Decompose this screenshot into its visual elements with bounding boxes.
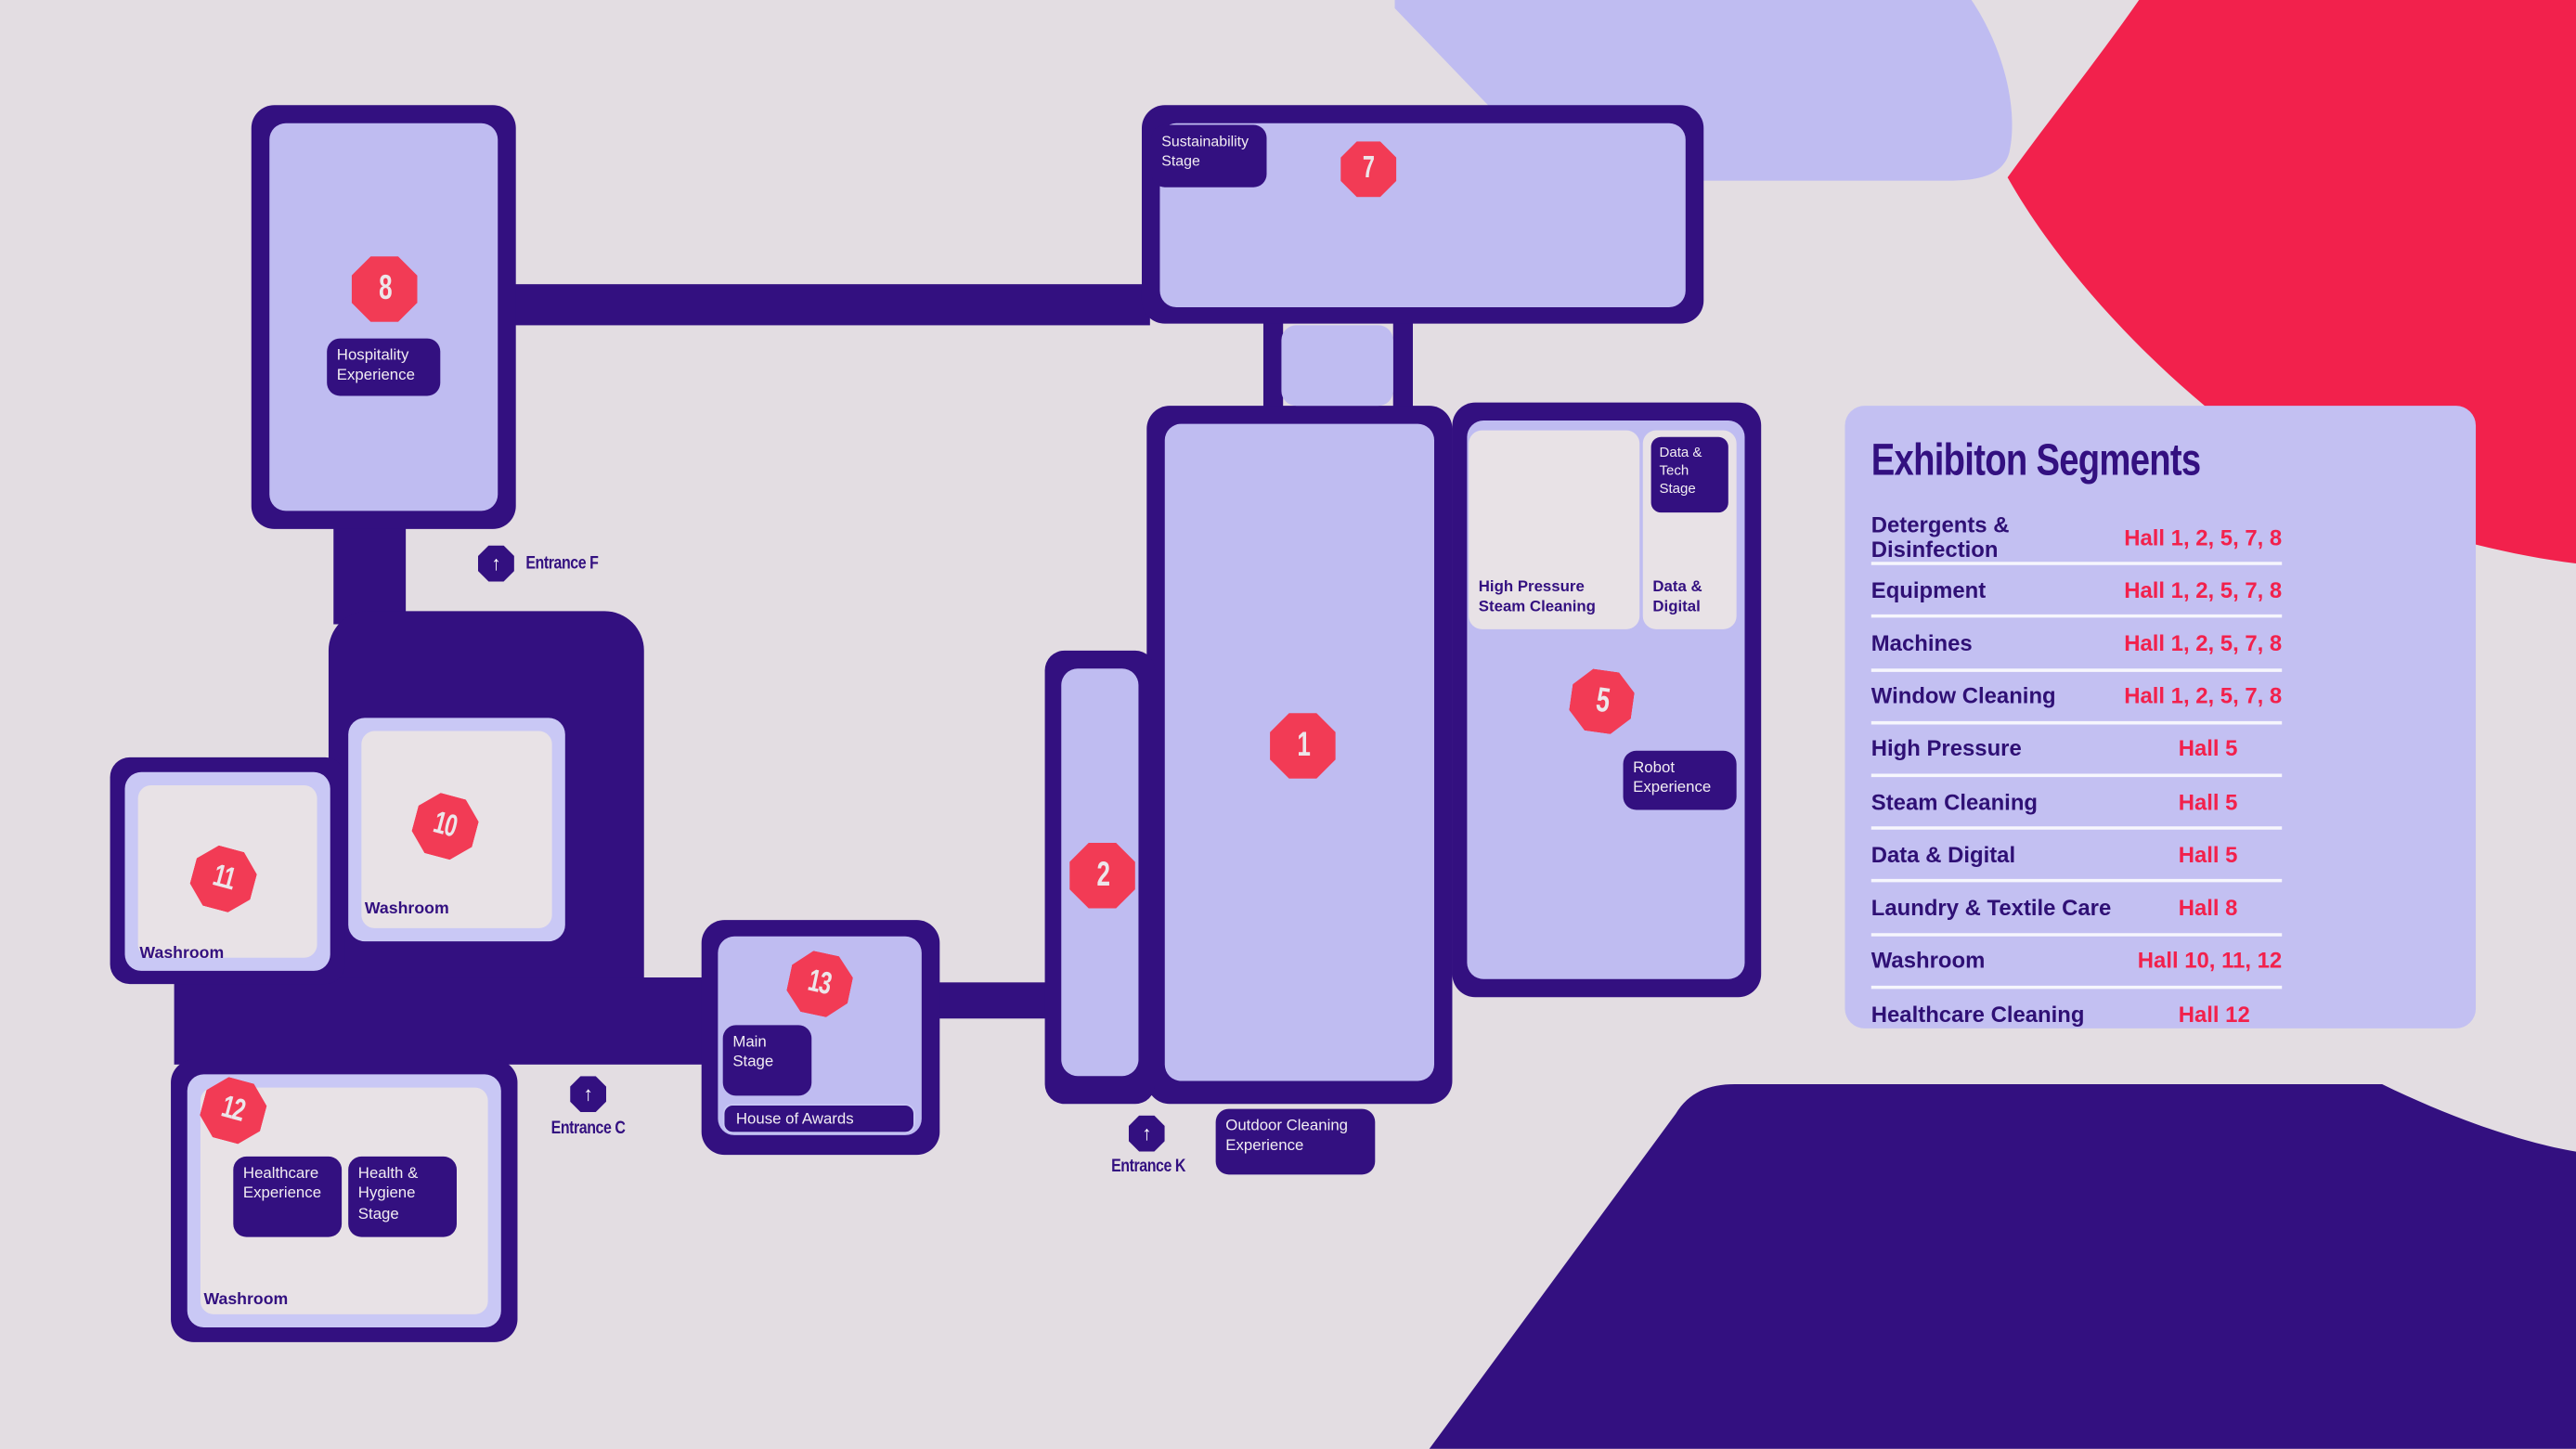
up-arrow-icon: ↑ xyxy=(491,551,501,576)
washroom-label-hall12: Washroom xyxy=(203,1291,289,1310)
hall-2-marker: 2 xyxy=(1069,842,1135,909)
outdoor-cleaning-box: Outdoor Cleaning Experience xyxy=(1215,1108,1376,1175)
segment-name: Detergents & Disinfection xyxy=(1871,512,2010,563)
hall-5-number: 5 xyxy=(1593,680,1612,720)
hospitality-experience-box: Hospitality Experience xyxy=(327,338,441,396)
legend-row: Washroom Hall 10, 11, 12 xyxy=(1871,936,2283,989)
data-digital-label: Data & Digital xyxy=(1652,577,1702,616)
washroom-label-hall10: Washroom xyxy=(364,899,449,919)
segment-halls: Hall 1, 2, 5, 7, 8 xyxy=(2124,630,2283,656)
legend-row: Detergents & Disinfection Hall 1, 2, 5, 7… xyxy=(1871,512,2283,566)
robot-experience-label: Robot Experience xyxy=(1633,758,1712,797)
purple-bottom-blob xyxy=(1429,1084,2576,1449)
legend-row: High Pressure Hall 5 xyxy=(1871,724,2283,777)
segment-halls: Hall 10, 11, 12 xyxy=(2137,948,2283,973)
entrance-k-arrow-icon: ↑ xyxy=(1128,1115,1165,1152)
high-pressure-steam-area xyxy=(1469,430,1640,629)
segment-name: Laundry & Textile Care xyxy=(1871,895,2112,920)
hall-1-marker: 1 xyxy=(1270,713,1336,779)
high-pressure-steam-label: High Pressure Steam Cleaning xyxy=(1478,577,1596,616)
segment-name: Data & Digital xyxy=(1871,842,2016,867)
hall-8-marker: 8 xyxy=(351,256,418,322)
washroom-label-hall11: Washroom xyxy=(139,944,225,964)
entrance-f-arrow-icon: ↑ xyxy=(478,545,514,582)
legend-row: Data & Digital Hall 5 xyxy=(1871,830,2283,883)
legend-row: Window Cleaning Hall 1, 2, 5, 7, 8 xyxy=(1871,671,2283,725)
segment-halls: Hall 5 xyxy=(2178,736,2238,762)
entrance-k-label: Entrance K xyxy=(1111,1156,1186,1177)
health-hygiene-stage-box: Health & Hygiene Stage xyxy=(348,1156,457,1237)
hall-7-number: 7 xyxy=(1363,150,1375,186)
corridor-hall8-down xyxy=(333,517,407,625)
house-of-awards-box: House of Awards xyxy=(722,1104,915,1134)
segment-halls: Hall 5 xyxy=(2178,842,2238,867)
segment-name: Window Cleaning xyxy=(1871,683,2056,709)
hall-2-number: 2 xyxy=(1095,856,1109,894)
hall7-hall1-link-floor xyxy=(1281,325,1393,407)
data-tech-stage-box: Data & Tech Stage xyxy=(1650,436,1728,513)
outdoor-cleaning-label: Outdoor Cleaning Experience xyxy=(1225,1117,1349,1156)
segment-halls: Hall 12 xyxy=(2178,1003,2250,1028)
legend-row: Machines Hall 1, 2, 5, 7, 8 xyxy=(1871,618,2283,672)
segment-halls: Hall 1, 2, 5, 7, 8 xyxy=(2124,683,2283,709)
hall-1-number: 1 xyxy=(1296,726,1310,764)
segment-halls: Hall 1, 2, 5, 7, 8 xyxy=(2124,524,2283,550)
legend-row: Steam Cleaning Hall 5 xyxy=(1871,777,2283,830)
segment-name: Washroom xyxy=(1871,948,1986,973)
up-arrow-icon: ↑ xyxy=(583,1082,593,1106)
health-hygiene-stage-label: Health & Hygiene Stage xyxy=(357,1164,419,1223)
legend-row: Equipment Hall 1, 2, 5, 7, 8 xyxy=(1871,565,2283,619)
corridor-washrooms xyxy=(174,977,710,1065)
segment-name: Equipment xyxy=(1871,577,1987,603)
segment-name: Steam Cleaning xyxy=(1871,789,2039,814)
entrance-c-label: Entrance C xyxy=(550,1119,626,1139)
corridor-hall7-hall1-left-leg xyxy=(1262,312,1284,411)
legend-title: Exhibiton Segments xyxy=(1871,434,2201,485)
segment-halls: Hall 1, 2, 5, 7, 8 xyxy=(2124,577,2283,603)
corridor-hall8-hall7 xyxy=(500,284,1150,326)
hall-11-number: 11 xyxy=(209,859,239,898)
sustainability-stage-label: Sustainability Stage xyxy=(1161,133,1249,169)
legend-row: Healthcare Cleaning Hall 12 xyxy=(1871,989,2282,1041)
robot-experience-box: Robot Experience xyxy=(1623,750,1737,810)
exhibition-segments-panel: Exhibiton Segments Detergents & Disinfec… xyxy=(1845,406,2477,1029)
hall-13-number: 13 xyxy=(805,964,835,1003)
corridor-hall13-hall2 xyxy=(920,982,1060,1019)
up-arrow-icon: ↑ xyxy=(1141,1121,1152,1145)
segment-halls: Hall 5 xyxy=(2178,789,2238,814)
hall-12-number: 12 xyxy=(218,1090,249,1130)
hall-8-number: 8 xyxy=(378,269,392,307)
hall-10-number: 10 xyxy=(430,806,461,846)
main-stage-box: Main Stage xyxy=(722,1025,812,1096)
hospitality-experience-label: Hospitality Experience xyxy=(336,346,415,385)
segment-halls: Hall 8 xyxy=(2178,895,2238,920)
sustainability-stage-box: Sustainability Stage xyxy=(1151,124,1267,188)
segment-name: High Pressure xyxy=(1871,736,2022,762)
data-tech-stage-label: Data & Tech Stage xyxy=(1659,443,1702,497)
healthcare-experience-label: Healthcare Experience xyxy=(242,1164,322,1204)
corridor-hall7-hall1-right-leg xyxy=(1392,312,1414,411)
hall-7-marker: 7 xyxy=(1340,141,1397,198)
main-stage-label: Main Stage xyxy=(732,1033,774,1072)
entrance-c-arrow-icon: ↑ xyxy=(570,1076,607,1113)
segment-name: Healthcare Cleaning xyxy=(1871,1003,2085,1028)
entrance-f-label: Entrance F xyxy=(525,553,599,574)
house-of-awards-label: House of Awards xyxy=(735,1110,854,1129)
legend-row: Laundry & Textile Care Hall 8 xyxy=(1871,883,2283,936)
healthcare-experience-box: Healthcare Experience xyxy=(233,1156,343,1237)
segment-name: Machines xyxy=(1871,630,1973,656)
